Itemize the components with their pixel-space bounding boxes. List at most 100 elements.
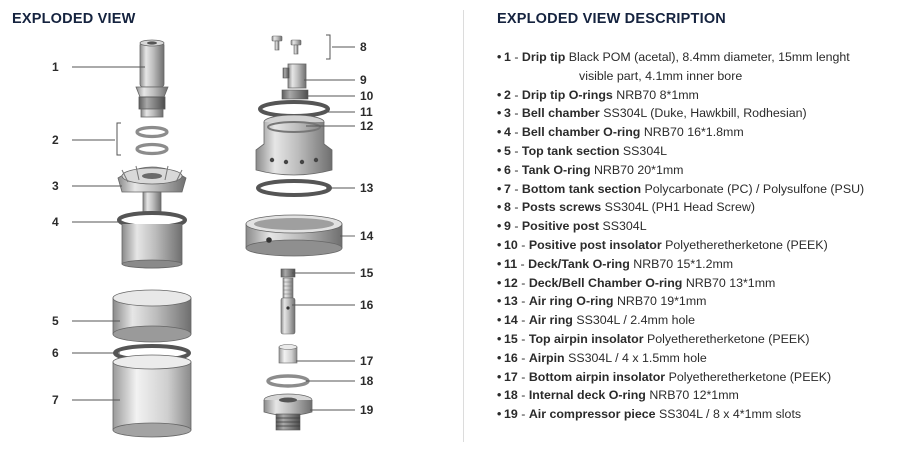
part-desc: NRB70 15*1.2mm: [633, 256, 734, 271]
callout-11: 11: [360, 105, 373, 119]
part-item: •13 - Air ring O-ring NRB70 19*1mm: [497, 294, 707, 309]
part-item: •6 - Tank O-ring NRB70 20*1mm: [497, 162, 684, 177]
part-desc: NRB70 16*1.8mm: [643, 125, 744, 140]
part-internal-deck-o-ring: [266, 374, 310, 388]
part-item: •12 - Deck/Bell Chamber O-ring NRB70 13*…: [497, 275, 776, 290]
part-positive-post: [282, 63, 307, 89]
leader-lines-right: [292, 46, 355, 411]
part-air-compressor-piece: [263, 393, 313, 431]
part-name: Top tank section: [521, 143, 620, 158]
part-desc: Polycarbonate (PC) / Polysulfone (PSU): [644, 181, 865, 196]
part-desc: SS304L / 2.4mm hole: [576, 313, 696, 328]
part-desc: SS304L (Duke, Hawkbill, Rodhesian): [603, 106, 807, 121]
part-item: •14 - Air ring SS304L / 2.4mm hole: [497, 313, 696, 328]
leader-lines-left: [72, 66, 145, 401]
part-item: •3 - Bell chamber SS304L (Duke, Hawkbill…: [497, 106, 807, 121]
part-air-ring-o-ring: [256, 179, 332, 197]
part-name: Drip tip: [521, 50, 566, 64]
callout-10: 10: [360, 89, 374, 103]
part-positive-post-insolator: [281, 89, 309, 100]
part-name: Top airpin insolator: [528, 331, 644, 346]
part-item: •1 - Drip tip Black POM (acetal), 8.4mm …: [497, 48, 902, 86]
part-item: •10 - Positive post insolator Polyethere…: [497, 237, 828, 252]
part-desc: NRB70 12*1mm: [649, 388, 739, 403]
part-name: Drip tip O-rings: [521, 87, 613, 102]
callout-15: 15: [360, 266, 374, 280]
callout-7: 7: [52, 393, 59, 407]
part-top-tank-section: [112, 289, 192, 343]
part-item: •19 - Air compressor piece SS304L / 8 x …: [497, 407, 802, 422]
part-desc: SS304L (PH1 Head Screw): [604, 200, 755, 215]
part-item: •2 - Drip tip O-rings NRB70 8*1mm: [497, 87, 699, 102]
part-name: Positive post insolator: [528, 237, 662, 252]
part-desc: Black POM (acetal), 8.4mm diameter, 15mm…: [568, 50, 850, 64]
part-name: Airpin: [528, 350, 565, 365]
part-air-ring: [245, 214, 343, 257]
part-desc: Polyetheretherketone (PEEK): [665, 237, 828, 252]
callout-4: 4: [52, 215, 59, 229]
part-name: Bell chamber: [521, 106, 600, 121]
part-name: Bottom tank section: [521, 181, 642, 196]
description-heading: EXPLODED VIEW DESCRIPTION: [497, 11, 726, 27]
part-name: Air ring: [528, 313, 573, 328]
part-item: •5 - Top tank section SS304L: [497, 143, 667, 158]
part-desc: NRB70 19*1mm: [616, 294, 707, 309]
part-desc: SS304L: [602, 219, 647, 234]
exploded-view-heading: EXPLODED VIEW: [12, 11, 136, 27]
callout-19: 19: [360, 403, 374, 417]
callout-2: 2: [52, 133, 59, 147]
part-desc: SS304L: [622, 143, 667, 158]
part-item: •11 - Deck/Tank O-ring NRB70 15*1.2mm: [497, 256, 734, 271]
callout-3: 3: [52, 179, 59, 193]
part-name: Bottom airpin insolator: [528, 369, 666, 384]
callout-6: 6: [52, 346, 59, 360]
callout-12: 12: [360, 119, 374, 133]
part-name: Bell chamber O-ring: [521, 125, 641, 140]
bracket-8: [326, 34, 331, 60]
callout-18: 18: [360, 374, 374, 388]
part-item: •9 - Positive post SS304L: [497, 219, 647, 234]
part-name: Tank O-ring: [521, 162, 591, 177]
part-drip-tip: [135, 39, 169, 118]
callout-17: 17: [360, 354, 374, 368]
part-item: •18 - Internal deck O-ring NRB70 12*1mm: [497, 388, 739, 403]
part-desc: Polyetheretherketone (PEEK): [647, 331, 810, 346]
part-name: Air compressor piece: [528, 407, 656, 422]
callout-14: 14: [360, 229, 374, 243]
callout-1: 1: [52, 60, 59, 74]
part-desc: NRB70 8*1mm: [616, 87, 699, 102]
part-desc: NRB70 13*1mm: [685, 275, 776, 290]
part-name: Positive post: [521, 219, 600, 234]
part-bell-chamber: [117, 165, 187, 213]
part-deck: [255, 114, 333, 176]
part-desc: Polyetheretherketone (PEEK): [668, 369, 832, 384]
callout-16: 16: [360, 298, 374, 312]
bracket-2: [116, 122, 121, 156]
part-drip-tip-o-rings: [135, 125, 169, 156]
callout-9: 9: [360, 73, 367, 87]
part-bottom-airpin-insolator: [278, 344, 298, 364]
part-item: •7 - Bottom tank section Polycarbonate (…: [497, 181, 865, 196]
parts-description-list: •1 - Drip tip Black POM (acetal), 8.4mm …: [497, 48, 902, 424]
part-name: Deck/Bell Chamber O-ring: [528, 275, 683, 290]
part-bottom-tank-section: [112, 354, 192, 438]
part-desc: NRB70 20*1mm: [593, 162, 684, 177]
part-desc: SS304L / 4 x 1.5mm hole: [568, 350, 707, 365]
part-posts-screws: [271, 35, 302, 55]
part-item: •15 - Top airpin insolator Polyetherethe…: [497, 331, 810, 346]
callout-8: 8: [360, 40, 367, 54]
part-deck-tank-o-ring: [258, 100, 330, 118]
part-name: Air ring O-ring: [528, 294, 614, 309]
part-desc-cont: visible part, 4.1mm inner bore: [579, 68, 743, 83]
part-item: •16 - Airpin SS304L / 4 x 1.5mm hole: [497, 350, 707, 365]
part-item: •8 - Posts screws SS304L (PH1 Head Screw…: [497, 200, 755, 215]
callout-5: 5: [52, 314, 59, 328]
part-item: •17 - Bottom airpin insolator Polyethere…: [497, 369, 832, 384]
part-name: Internal deck O-ring: [528, 388, 646, 403]
part-airpin: [280, 277, 296, 335]
part-name: Posts screws: [521, 200, 602, 215]
part-desc: SS304L / 8 x 4*1mm slots: [658, 407, 802, 422]
column-divider: [463, 10, 464, 442]
callout-13: 13: [360, 181, 374, 195]
